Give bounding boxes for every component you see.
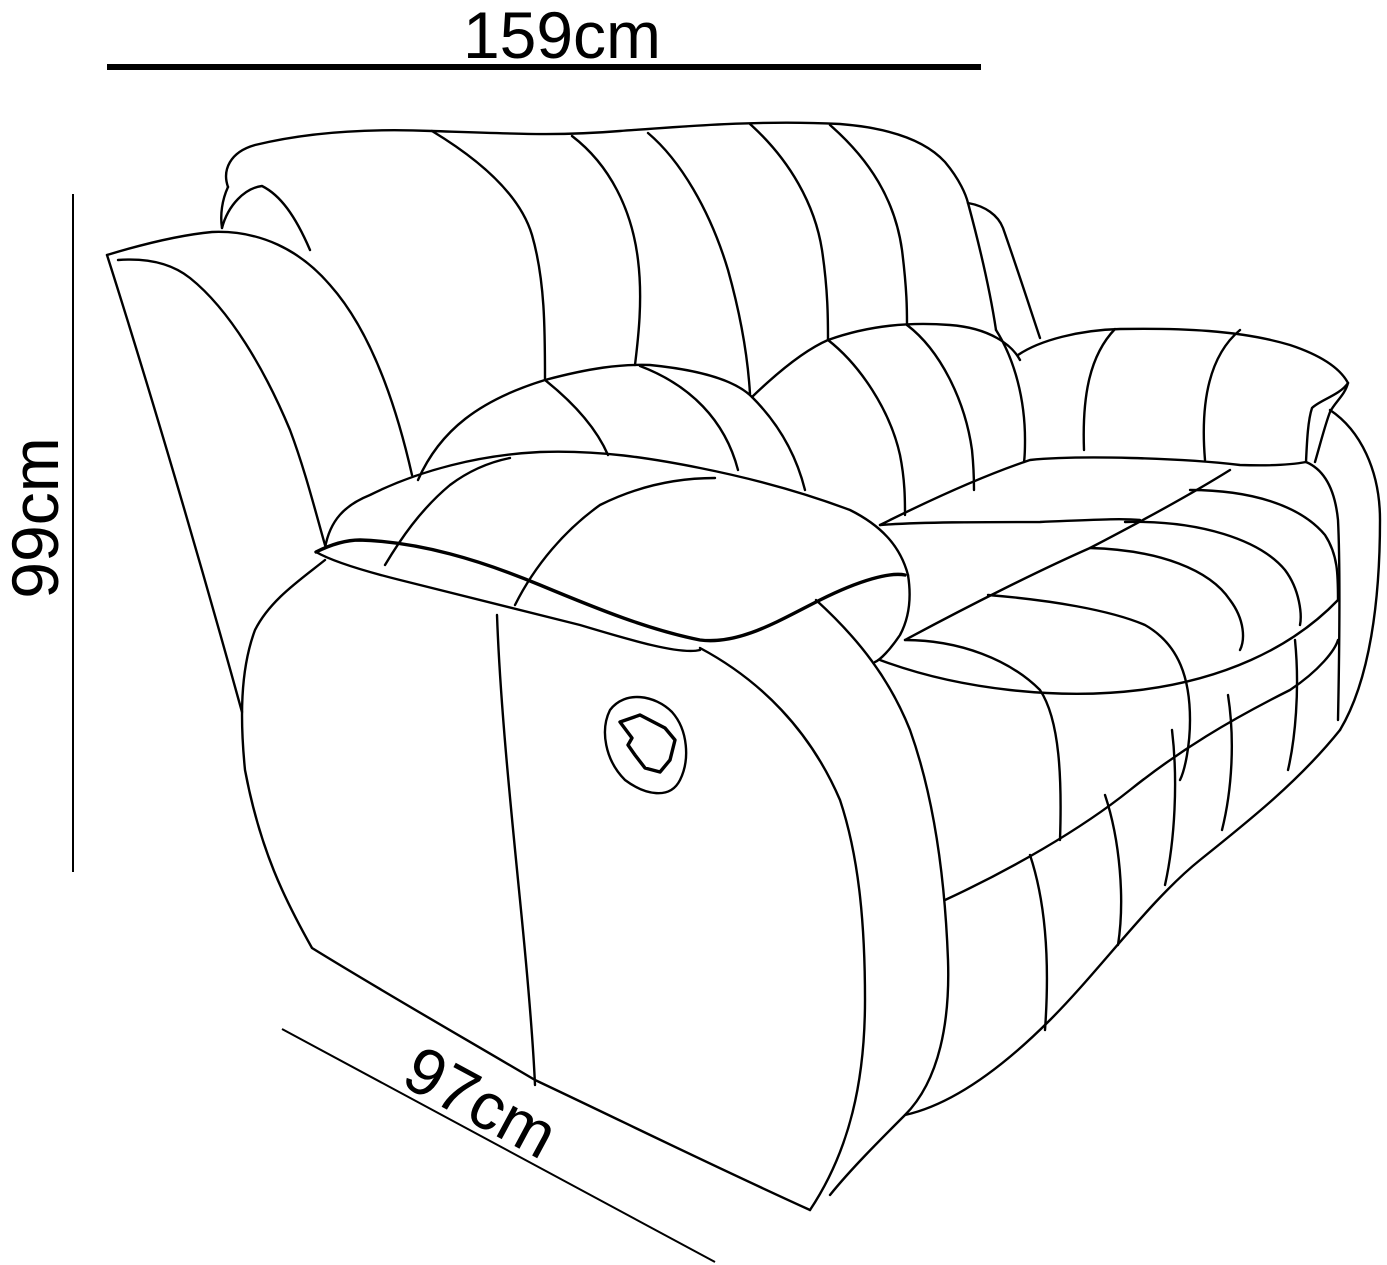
- back-pillow-right-seam-a: [826, 338, 907, 517]
- seat-row-3: [1088, 546, 1245, 652]
- left-arm-side-outline: [240, 558, 812, 1212]
- back-pillow-left-seam-a: [543, 378, 610, 457]
- left-arm-pad-seam-b: [513, 476, 717, 607]
- right-arm-top: [1016, 327, 1350, 385]
- seat-top-back-edge: [878, 456, 1308, 527]
- seat-row-5: [1188, 488, 1340, 602]
- depth-label: 97cm: [392, 1031, 569, 1173]
- height-label: 99cm: [0, 437, 72, 598]
- recliner-handle-outer: [603, 695, 688, 795]
- seat-row-1: [986, 593, 1192, 782]
- backrest-right-wing-inner: [966, 201, 998, 332]
- left-arm-pad-piping: [314, 538, 907, 643]
- seat-front-col-2: [1103, 793, 1123, 947]
- back-pillow-right-seam-b: [905, 323, 976, 492]
- seat-front-top: [878, 598, 1340, 695]
- back-seam-2: [570, 134, 642, 367]
- seat-front-col-5: [1286, 638, 1299, 772]
- seat-front-bottom: [903, 728, 1342, 1117]
- back-pillow-right-seam-c: [994, 328, 1027, 464]
- left-arm-inner-curve: [116, 258, 327, 547]
- width-label: 159cm: [463, 0, 661, 72]
- right-arm-seam-b: [1202, 328, 1242, 462]
- right-arm-front-inner: [1313, 381, 1350, 464]
- depth-dimension: 97cm: [281, 1028, 716, 1263]
- seat-top-front-edge: [878, 517, 1142, 527]
- seat-front-col-3: [1163, 728, 1177, 887]
- back-pillow-left-seam-c: [750, 395, 807, 492]
- left-arm-pad-seam-a: [383, 456, 512, 567]
- backrest-left-roll-inner: [220, 184, 312, 252]
- left-arm-pad-top: [323, 450, 910, 577]
- seat-front-mid: [943, 638, 1340, 902]
- seat-front-col-4: [1220, 693, 1233, 832]
- right-arm-seam-a: [1082, 327, 1117, 452]
- sofa-illustration: [105, 121, 1382, 1212]
- left-arm-top: [105, 230, 414, 477]
- left-arm-pad-front: [873, 573, 911, 664]
- back-pillow-right: [750, 322, 1022, 399]
- backrest-top: [224, 121, 970, 205]
- backrest-right-wing: [966, 201, 1042, 340]
- right-arm-front: [1304, 381, 1350, 464]
- seat-row-2: [903, 638, 1062, 842]
- seat-top-divider: [903, 468, 1232, 642]
- backrest-left-roll: [220, 185, 230, 230]
- back-pillow-left-seam-b: [638, 364, 740, 472]
- recliner-handle-inner: [618, 713, 677, 774]
- back-seam-3: [646, 131, 752, 396]
- right-arm-outer: [1328, 408, 1382, 732]
- left-arm-side-front-inner: [814, 598, 950, 1197]
- depth-dimension-line: [281, 1028, 716, 1263]
- back-seam-5: [828, 123, 909, 327]
- back-seam-4: [748, 122, 830, 342]
- back-seam-1: [430, 129, 547, 382]
- height-dimension: 99cm: [0, 194, 74, 872]
- seat-row-4: [1123, 520, 1302, 627]
- seat-front-col-1: [1028, 853, 1049, 1032]
- left-arm-pad-piping-lower: [314, 550, 702, 653]
- left-arm-side-divider: [495, 613, 537, 1087]
- width-dimension: 159cm: [107, 0, 981, 72]
- right-arm-side: [1304, 460, 1341, 722]
- back-pillow-left: [416, 363, 754, 482]
- left-arm-outer-edge: [105, 253, 244, 714]
- left-arm-side-front: [698, 646, 867, 1212]
